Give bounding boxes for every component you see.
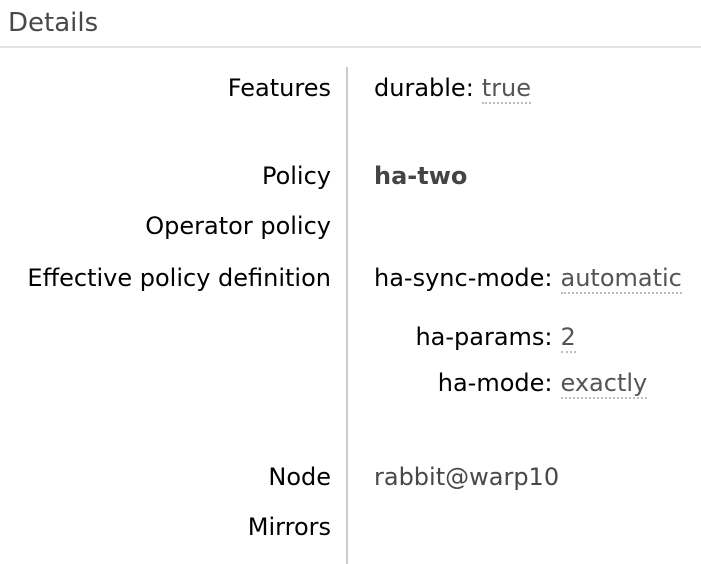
kv-value-ha-mode: exactly (560, 369, 648, 399)
kv-key-durable: durable: (374, 74, 474, 102)
section-divider (0, 46, 701, 48)
kv-value-ha-params: 2 (560, 323, 576, 353)
kv-row-ha-sync-mode: ha-sync-mode: automatic (374, 261, 682, 320)
policy-name-link[interactable]: ha-two (374, 162, 468, 190)
row-value-operator-policy (346, 205, 701, 257)
kv-row-ha-mode: ha-mode: exactly (374, 366, 682, 414)
row-mirrors: Mirrors (0, 506, 701, 564)
row-label-features: Features (227, 74, 331, 102)
effective-policy-kv-table: ha-sync-mode: automatic ha-params: 2 ha-… (374, 261, 682, 414)
kv-key-ha-params: ha-params: (415, 323, 553, 351)
details-table: Features durable: true Policy (0, 67, 701, 564)
row-value-node: rabbit@warp10 (346, 456, 701, 506)
row-operator-policy: Operator policy (0, 205, 701, 257)
row-value-policy: ha-two (346, 155, 701, 205)
row-label-operator-policy: Operator policy (145, 212, 331, 240)
row-label-node: Node (268, 463, 331, 491)
kv-value-durable: true (481, 74, 532, 104)
row-features: Features durable: true (0, 67, 701, 155)
section-title: Details (8, 8, 99, 38)
features-kv-table: durable: true (374, 71, 532, 130)
row-value-effective-policy-definition: ha-sync-mode: automatic ha-params: 2 ha-… (346, 257, 701, 456)
row-label-mirrors: Mirrors (247, 513, 331, 541)
node-name: rabbit@warp10 (374, 463, 560, 491)
row-effective-policy-definition: Effective policy definition ha-sync-mode… (0, 257, 701, 456)
row-label-effective-policy-definition: Effective policy definition (27, 264, 331, 292)
kv-key-ha-mode: ha-mode: (437, 369, 553, 397)
kv-row-durable: durable: true (374, 71, 532, 130)
row-policy: Policy ha-two (0, 155, 701, 205)
kv-row-ha-params: ha-params: 2 (374, 320, 682, 366)
row-node: Node rabbit@warp10 (0, 456, 701, 506)
row-value-mirrors (346, 506, 701, 564)
row-label-policy: Policy (261, 162, 331, 190)
kv-key-ha-sync-mode: ha-sync-mode: (374, 264, 553, 292)
row-value-features: durable: true (346, 67, 701, 155)
kv-value-ha-sync-mode: automatic (560, 264, 682, 294)
details-panel: Details Features durable: true (0, 8, 701, 564)
